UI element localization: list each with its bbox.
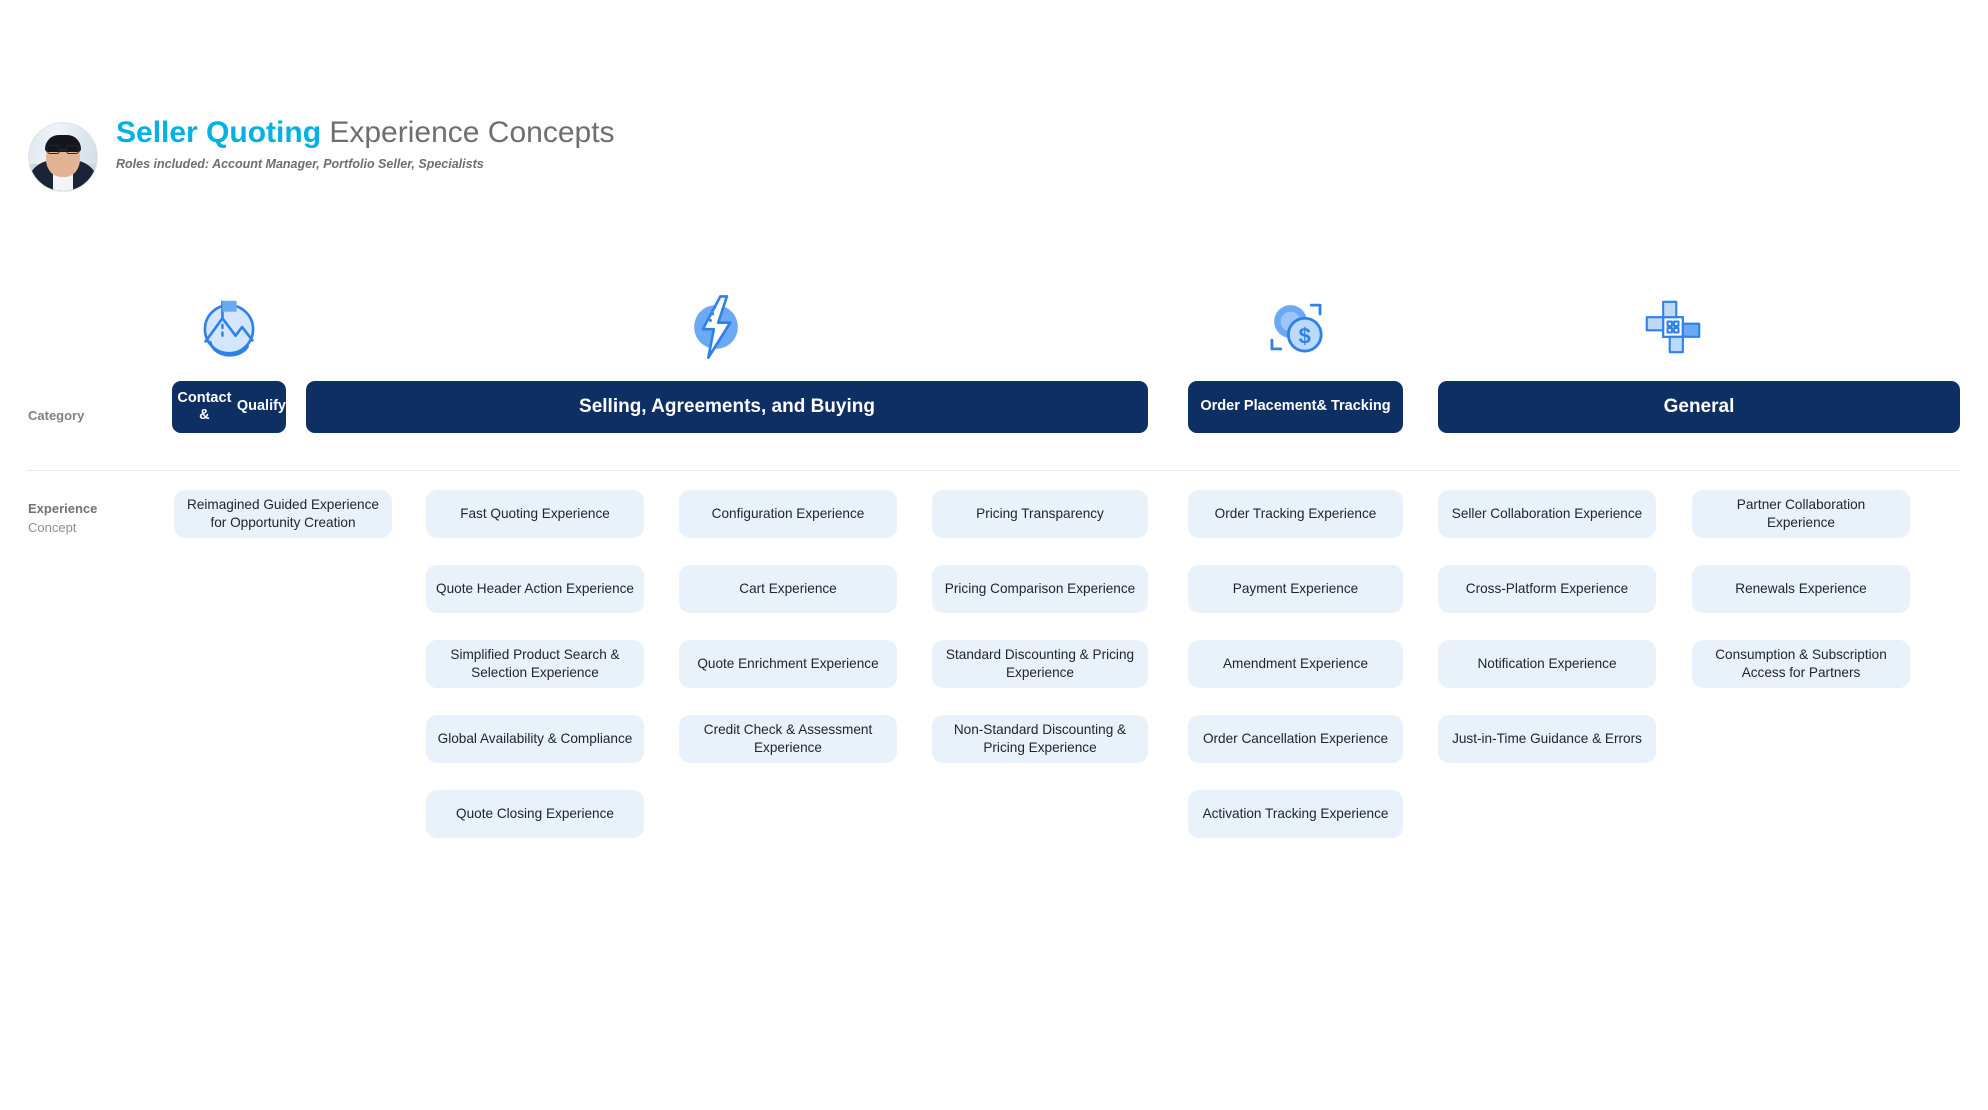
teamwork-hands-icon [1638, 292, 1708, 362]
avatar [28, 122, 98, 192]
experience-concept-card[interactable]: Credit Check & Assessment Experience [679, 715, 897, 763]
row-label-experience: Experience [28, 501, 98, 516]
page-title: Seller Quoting Experience Concepts [116, 116, 615, 149]
category-bar-label: General [1663, 395, 1735, 417]
experience-concept-card[interactable]: Renewals Experience [1692, 565, 1910, 613]
category-bar[interactable]: Order Placement& Tracking [1188, 381, 1403, 433]
row-label-concept: Concept [28, 519, 77, 535]
row-label-experience-concept: Experience Concept [28, 500, 97, 538]
experience-concept-card[interactable]: Fast Quoting Experience [426, 490, 644, 538]
experience-concept-card[interactable]: Quote Closing Experience [426, 790, 644, 838]
experience-concept-card[interactable]: Configuration Experience [679, 490, 897, 538]
experience-concept-card[interactable]: Cart Experience [679, 565, 897, 613]
experience-concept-card[interactable]: Pricing Transparency [932, 490, 1148, 538]
category-bar[interactable]: General [1438, 381, 1960, 433]
category-bar-label: Qualify [236, 398, 286, 415]
experience-concept-card[interactable]: Simplified Product Search & Selection Ex… [426, 640, 644, 688]
row-label-category: Category [28, 408, 85, 423]
category-bar-label: & Tracking [1316, 398, 1391, 415]
experience-concept-card[interactable]: Amendment Experience [1188, 640, 1403, 688]
coin-tracking-icon: $ [1261, 292, 1331, 362]
experience-concept-card[interactable]: Non-Standard Discounting & Pricing Exper… [932, 715, 1148, 763]
experience-concept-card[interactable]: Order Tracking Experience [1188, 490, 1403, 538]
category-bar-label: Contact & [177, 389, 232, 423]
experience-concept-card[interactable]: Seller Collaboration Experience [1438, 490, 1656, 538]
category-bar[interactable]: Selling, Agreements, and Buying [306, 381, 1148, 433]
title-block: Seller Quoting Experience Concepts Roles… [116, 110, 615, 171]
experience-concept-card[interactable]: Just-in-Time Guidance & Errors [1438, 715, 1656, 763]
experience-concept-card[interactable]: Pricing Comparison Experience [932, 565, 1148, 613]
experience-concept-card[interactable]: Partner Collaboration Experience [1692, 490, 1910, 538]
experience-concept-card[interactable]: Order Cancellation Experience [1188, 715, 1403, 763]
experience-concept-card[interactable]: Reimagined Guided Experience for Opportu… [174, 490, 392, 538]
svg-text:$: $ [1299, 323, 1311, 348]
page-title-rest: Experience Concepts [321, 116, 615, 149]
experience-concept-card[interactable]: Standard Discounting & Pricing Experienc… [932, 640, 1148, 688]
experience-concept-card[interactable]: Cross-Platform Experience [1438, 565, 1656, 613]
page-header: Seller Quoting Experience Concepts Roles… [28, 110, 615, 192]
category-bar[interactable]: Contact &Qualify [172, 381, 286, 433]
experience-concept-card[interactable]: Activation Tracking Experience [1188, 790, 1403, 838]
experience-concept-card[interactable]: Quote Header Action Experience [426, 565, 644, 613]
experience-concept-card[interactable]: Payment Experience [1188, 565, 1403, 613]
concept-column: Reimagined Guided Experience for Opportu… [174, 490, 392, 565]
page-title-accent: Seller Quoting [116, 116, 322, 149]
experience-concept-card[interactable]: Quote Enrichment Experience [679, 640, 897, 688]
mountain-flag-icon [194, 292, 264, 362]
experience-concept-card[interactable]: Global Availability & Compliance [426, 715, 644, 763]
section-divider [28, 470, 1960, 471]
lightning-bolt-icon [681, 292, 751, 362]
experience-concept-card[interactable]: Consumption & Subscription Access for Pa… [1692, 640, 1910, 688]
page-subtitle: Roles included: Account Manager, Portfol… [116, 157, 484, 171]
experience-concept-card[interactable]: Notification Experience [1438, 640, 1656, 688]
category-icon-row: $ [0, 292, 1988, 362]
category-bar-label: Selling, Agreements, and Buying [579, 395, 875, 417]
category-bar-label: Order Placement [1200, 398, 1317, 415]
